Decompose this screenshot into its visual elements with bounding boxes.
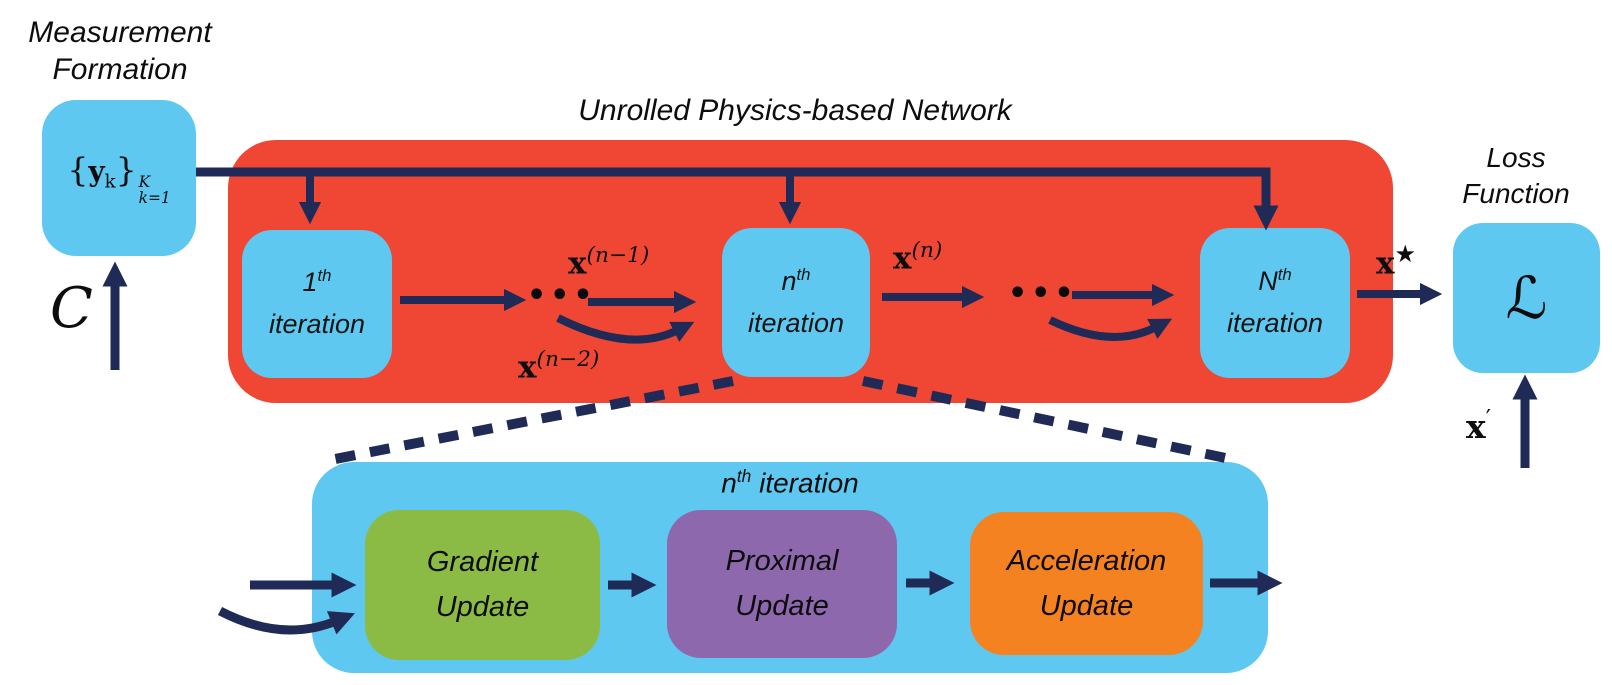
gradient-line1: Gradient: [426, 546, 539, 579]
acceleration-update-box: Acceleration Update: [970, 512, 1203, 655]
x-base: x: [568, 245, 587, 282]
Nth-iteration-label: Nth iteration: [1227, 261, 1323, 345]
nth-iteration-word: iteration: [747, 307, 845, 338]
brace-close: }: [115, 150, 137, 190]
x-sup: (n): [911, 238, 943, 263]
x-n-minus-2-label: x(n−2): [518, 347, 599, 385]
limit-sup: K: [138, 172, 151, 191]
acceleration-update-label: Acceleration Update: [1007, 539, 1167, 629]
nth-iteration-suffix: th: [796, 264, 811, 284]
nth-iteration-label: nth iteration: [748, 261, 844, 345]
gradient-line2: Update: [435, 591, 530, 623]
x-n-minus-1-label: x(n−1): [568, 243, 649, 281]
x-base: x: [518, 349, 537, 386]
proximal-update-label: Proximal Update: [726, 539, 839, 629]
Nth-iteration-suffix: th: [1277, 265, 1292, 285]
nth-iteration-box: nth iteration: [722, 228, 870, 377]
input-c-label: C: [50, 276, 93, 341]
loss-symbol: ℒ: [1505, 264, 1548, 332]
Nth-iteration-box: Nth iteration: [1200, 228, 1350, 378]
gradient-update-label: Gradient Update: [427, 540, 538, 630]
x-prime-sup: ′: [1485, 406, 1491, 432]
proximal-update-box: Proximal Update: [667, 510, 897, 658]
detail-title-suffix: th: [736, 466, 752, 486]
measurement-formation-label: Measurement Formation: [0, 14, 240, 88]
loss-label-line1: Loss: [1486, 142, 1546, 173]
limit-sub: k=1: [138, 188, 171, 207]
cdots-left: •••: [527, 278, 597, 313]
y-subscript: k: [104, 171, 116, 193]
y-symbol: y: [88, 155, 105, 189]
acceleration-line1: Acceleration: [1006, 544, 1167, 577]
proximal-line2: Update: [735, 590, 829, 622]
first-iteration-ordinal: 1: [302, 267, 318, 298]
loss-box: ℒ: [1453, 223, 1600, 373]
gradient-update-box: Gradient Update: [365, 510, 600, 660]
network-title: Unrolled Physics-based Network: [578, 94, 1012, 127]
acceleration-line2: Update: [1039, 589, 1134, 622]
nth-iteration-ordinal: n: [781, 265, 797, 296]
measurement-label-line1: Measurement: [28, 16, 212, 49]
measurement-label-line2: Formation: [52, 53, 188, 86]
x-sup: (n−2): [536, 347, 600, 372]
first-iteration-word: iteration: [268, 309, 366, 339]
Nth-iteration-word: iteration: [1226, 308, 1324, 338]
x-n-label: x(n): [893, 238, 942, 276]
detail-title-word: iteration: [751, 467, 859, 499]
x-star-label: x★: [1376, 240, 1416, 281]
loss-label-line2: Function: [1462, 178, 1570, 209]
proximal-line1: Proximal: [725, 545, 839, 578]
first-iteration-box: 1th iteration: [242, 230, 392, 378]
detail-title-ordinal: n: [721, 467, 737, 499]
loss-function-label: Loss Function: [1420, 140, 1612, 212]
x-prime-label: x′: [1466, 406, 1491, 446]
x-base: x: [893, 240, 912, 277]
brace-open: {: [67, 150, 89, 190]
Nth-iteration-ordinal: N: [1258, 266, 1278, 297]
x-sup: (n−1): [586, 243, 650, 268]
detail-title: nth iteration: [660, 466, 920, 499]
cdots-right: •••: [1008, 276, 1078, 311]
x-base: x: [1466, 407, 1486, 446]
x-star-sup: ★: [1394, 240, 1417, 268]
first-iteration-suffix: th: [317, 266, 332, 286]
first-iteration-label: 1th iteration: [269, 262, 365, 346]
x-base: x: [1376, 245, 1395, 282]
